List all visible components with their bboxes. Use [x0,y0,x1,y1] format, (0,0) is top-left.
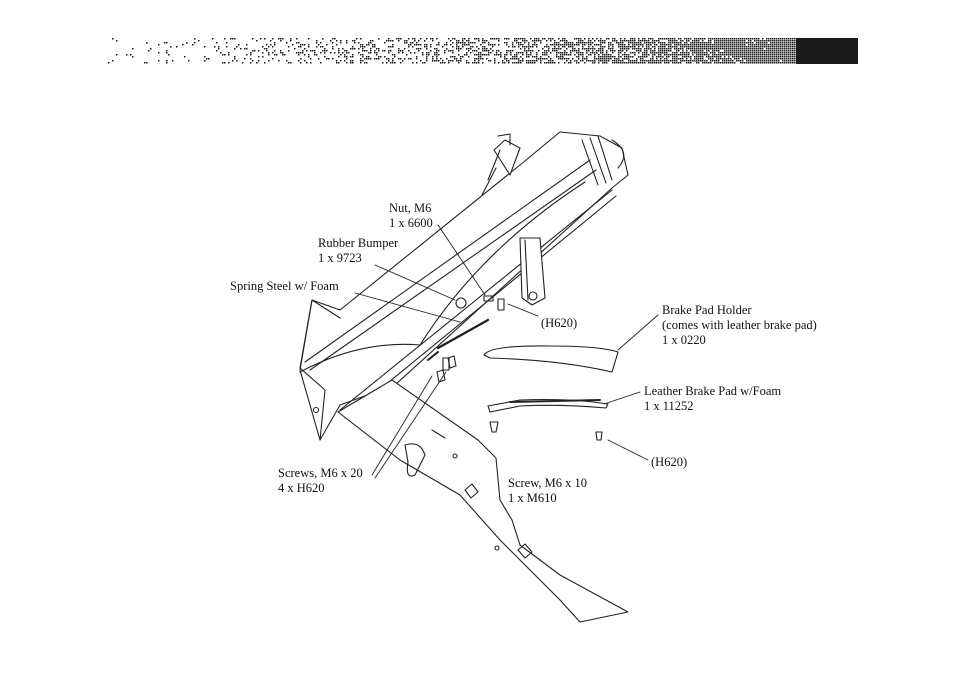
nut-name: Nut, M6 [389,201,432,215]
side-plate [312,379,629,623]
exploded-parts-diagram [212,128,742,632]
rubber-bumper-label: Rubber Bumper 1 x 9723 [318,236,398,266]
rubber-bumper-name: Rubber Bumper [318,236,399,250]
leather-brake-pad-qty: 1 x 11252 [644,399,694,413]
brake-pad-holder-note: (comes with leather brake pad) [662,318,817,332]
h620-top-label: (H620) [541,316,577,331]
brake-pad-holder-qty: 1 x 0220 [662,333,706,347]
screw-qty: 1 x M610 [508,491,557,505]
screw-name: Screw, M6 x 10 [508,476,588,490]
brake-pad-holder-name: Brake Pad Holder [662,303,752,317]
lower-bracket [519,237,546,306]
h620-bottom-label: (H620) [651,455,687,470]
leather-brake-pad-part [487,398,609,441]
leather-brake-pad-label: Leather Brake Pad w/Foam 1 x 11252 [644,384,781,414]
rubber-bumper-qty: 1 x 9723 [318,251,362,265]
h620-bottom-text: (H620) [651,455,688,469]
frame-beam [299,131,629,441]
header-dotted-band [96,38,858,64]
screws-label: Screws, M6 x 20 4 x H620 [278,466,363,496]
nut-qty: 1 x 6600 [389,216,433,230]
screw-label: Screw, M6 x 10 1 x M610 [508,476,587,506]
brake-pad-holder-label: Brake Pad Holder (comes with leather bra… [662,303,817,348]
spring-steel-name: Spring Steel w/ Foam [230,279,339,293]
screws-qty: 4 x H620 [278,481,325,495]
nut-label: Nut, M6 1 x 6600 [389,201,433,231]
leather-brake-pad-name: Leather Brake Pad w/Foam [644,384,782,398]
leader-lines [354,224,659,479]
h620-top-text: (H620) [541,316,578,330]
spring-steel-label: Spring Steel w/ Foam [230,279,339,294]
brake-pad-holder-part [483,345,619,373]
upper-post [481,133,521,196]
screws-name: Screws, M6 x 20 [278,466,363,480]
hardware-parts [427,295,505,383]
